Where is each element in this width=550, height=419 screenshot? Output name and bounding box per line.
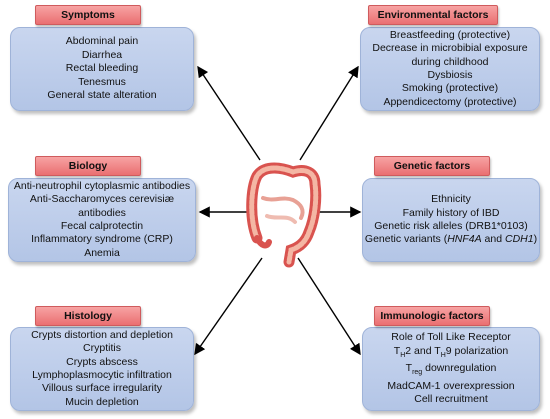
histology-item: Cryptitis (83, 342, 121, 355)
arrow-immunologic (297, 257, 361, 356)
treg-line: Treg downregulation (406, 362, 497, 380)
treg-t: T (405, 362, 413, 375)
th-polarization-line: TH2 and TH9 polarization (394, 345, 508, 363)
arrow-environmental (299, 65, 359, 161)
immunologic-title: Immunologic factors (374, 306, 490, 326)
symptom-item: General state alteration (47, 89, 157, 102)
histology-item: Villous surface irregularity (41, 382, 163, 395)
immunologic-box: Role of Toll Like Receptor TH2 and TH9 p… (362, 327, 540, 411)
biology-item: Anti-Saccharomyces cerevisiæ (29, 193, 175, 206)
arrow-histology (194, 257, 263, 356)
genetic-title: Genetic factors (374, 156, 490, 176)
symptom-item: Abdominal pain (65, 35, 139, 48)
variants-and: and (481, 233, 505, 246)
th-sub: H (400, 351, 406, 359)
immunologic-item: MadCAM-1 overexpression (387, 379, 515, 392)
biology-item: Inflammatory syndrome (CRP) (31, 233, 173, 246)
environmental-box: Breastfeeding (protective) Decrease in m… (360, 27, 540, 111)
genetic-variants-line: Genetic variants (HNF4A and CDH1) (365, 233, 537, 246)
symptom-item: Tenesmus (78, 75, 126, 88)
histology-box: Crypts distortion and depletion Cryptiti… (10, 327, 194, 411)
symptoms-title: Symptoms (35, 5, 141, 25)
environmental-item: Decrease in microbibial exposure (372, 42, 528, 55)
treg-end: downregulation (422, 362, 497, 375)
biology-item: antibodies (78, 206, 126, 219)
arrow-symptoms (197, 65, 261, 161)
histology-item: Lymphoplasmocytic infiltration (32, 369, 172, 381)
environmental-item: Breastfeeding (protective) (389, 28, 511, 41)
colon-illustration (246, 162, 322, 268)
gene-hnf4a: HNF4A (447, 233, 482, 246)
gene-cdh1: CDH1 (505, 233, 534, 246)
environmental-title: Environmental factors (368, 5, 498, 25)
biology-item: Anemia (84, 246, 120, 259)
histology-item: Crypts distortion and depletion (31, 328, 173, 341)
biology-item: Fecal calprotectin (60, 220, 144, 232)
environmental-item: Smoking (protective) (401, 82, 499, 95)
biology-box: Anti-neutrophil cytoplasmic antibodies A… (8, 178, 196, 262)
immunologic-item: Cell recruitment (414, 393, 488, 406)
symptoms-box: Abdominal pain Diarrhea Rectal bleeding … (10, 27, 194, 111)
th-t: T (393, 344, 401, 357)
histology-item: Crypts abscess (66, 355, 138, 368)
symptom-item: Diarrhea (81, 48, 123, 61)
treg-sub: reg (412, 369, 423, 377)
biology-item: Anti-neutrophil cytoplasmic antibodies (13, 179, 191, 192)
environmental-item: Appendicectomy (protective) (383, 95, 517, 108)
symptom-item: Rectal bleeding (65, 62, 139, 75)
th-mid: 2 and T (405, 344, 441, 357)
genetic-item: Ethnicity (431, 193, 471, 206)
histology-item: Mucin depletion (65, 395, 139, 408)
environmental-item: Dysbiosis (427, 69, 473, 81)
genetic-box: Ethnicity Family history of IBD Genetic … (362, 178, 540, 262)
biology-title: Biology (35, 156, 141, 176)
variants-suffix: ) (533, 233, 538, 246)
genetic-item: Genetic risk alleles (DRB1*0103) (374, 220, 528, 232)
immunologic-item: Role of Toll Like Receptor (391, 331, 511, 344)
environmental-item: during childhood (411, 55, 489, 68)
th-end: 9 polarization (445, 344, 509, 357)
variants-prefix: Genetic variants ( (364, 233, 448, 246)
histology-title: Histology (35, 306, 141, 326)
th-sub: H (440, 351, 446, 359)
genetic-item: Family history of IBD (402, 206, 500, 219)
